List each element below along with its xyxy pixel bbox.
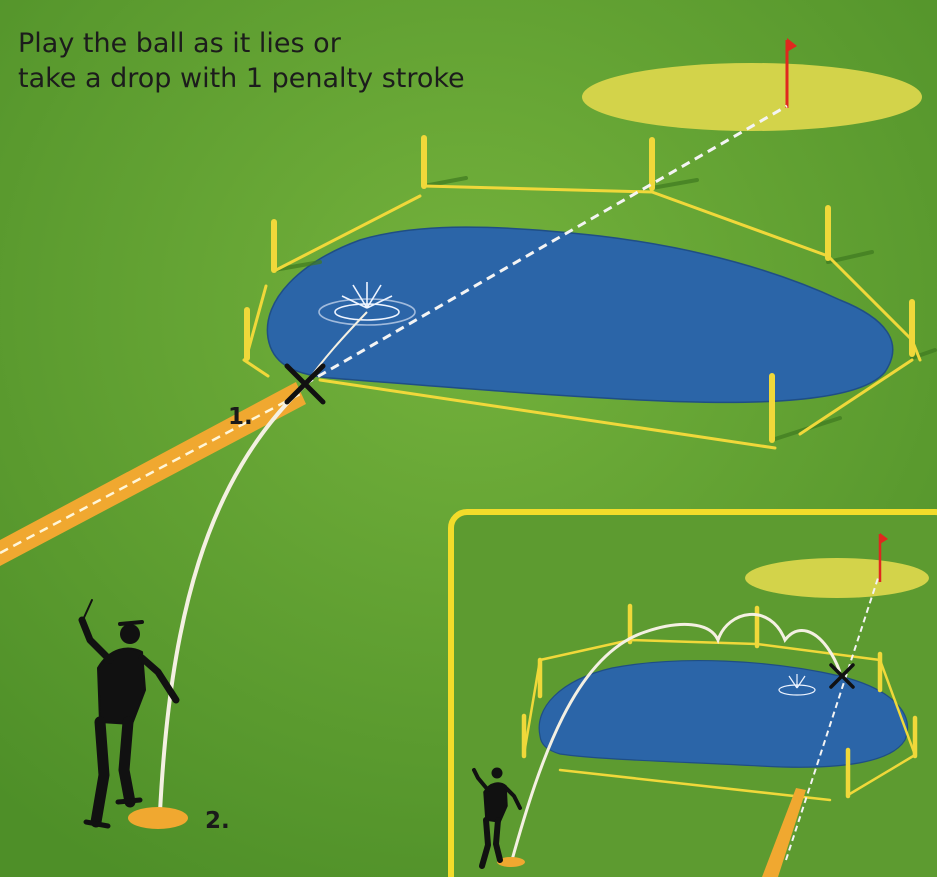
ball-flight-path xyxy=(158,383,307,813)
inset-yellow-stakes xyxy=(521,603,918,799)
drop-zone-line xyxy=(0,382,306,566)
tee-spot xyxy=(128,807,188,829)
option-1-label: 1. xyxy=(228,404,253,430)
inset-putting-green xyxy=(745,558,929,598)
golfer-silhouette-icon xyxy=(78,599,180,829)
inset-water-hazard xyxy=(538,659,909,768)
option-2-label: 2. xyxy=(205,808,230,834)
water-splash-icon xyxy=(318,282,416,326)
inset-panel xyxy=(448,509,937,877)
inset-x-mark-icon xyxy=(829,663,855,689)
x-mark-icon xyxy=(284,363,326,405)
rule-caption: Play the ball as it lies or take a drop … xyxy=(18,26,465,96)
hazard-boundary-lines xyxy=(242,184,922,450)
caption-line-2: take a drop with 1 penalty stroke xyxy=(18,63,465,94)
yellow-stakes xyxy=(244,135,915,443)
inset-golfer-silhouette-icon xyxy=(472,767,522,869)
inset-tee-spot xyxy=(497,857,525,867)
water-hazard xyxy=(266,226,894,404)
flag-reference-line xyxy=(304,104,788,386)
putting-green xyxy=(582,63,922,131)
inset-flag-icon xyxy=(878,533,888,582)
caption-line-1: Play the ball as it lies or xyxy=(18,28,341,59)
inset-drop-zone-line xyxy=(762,788,806,877)
inset-hazard-boundary-lines xyxy=(522,638,917,802)
drop-zone-reference-line xyxy=(0,392,301,555)
flag-icon xyxy=(785,38,797,108)
inset-splash-icon xyxy=(778,674,816,696)
inset-ball-flight-path xyxy=(510,612,842,861)
